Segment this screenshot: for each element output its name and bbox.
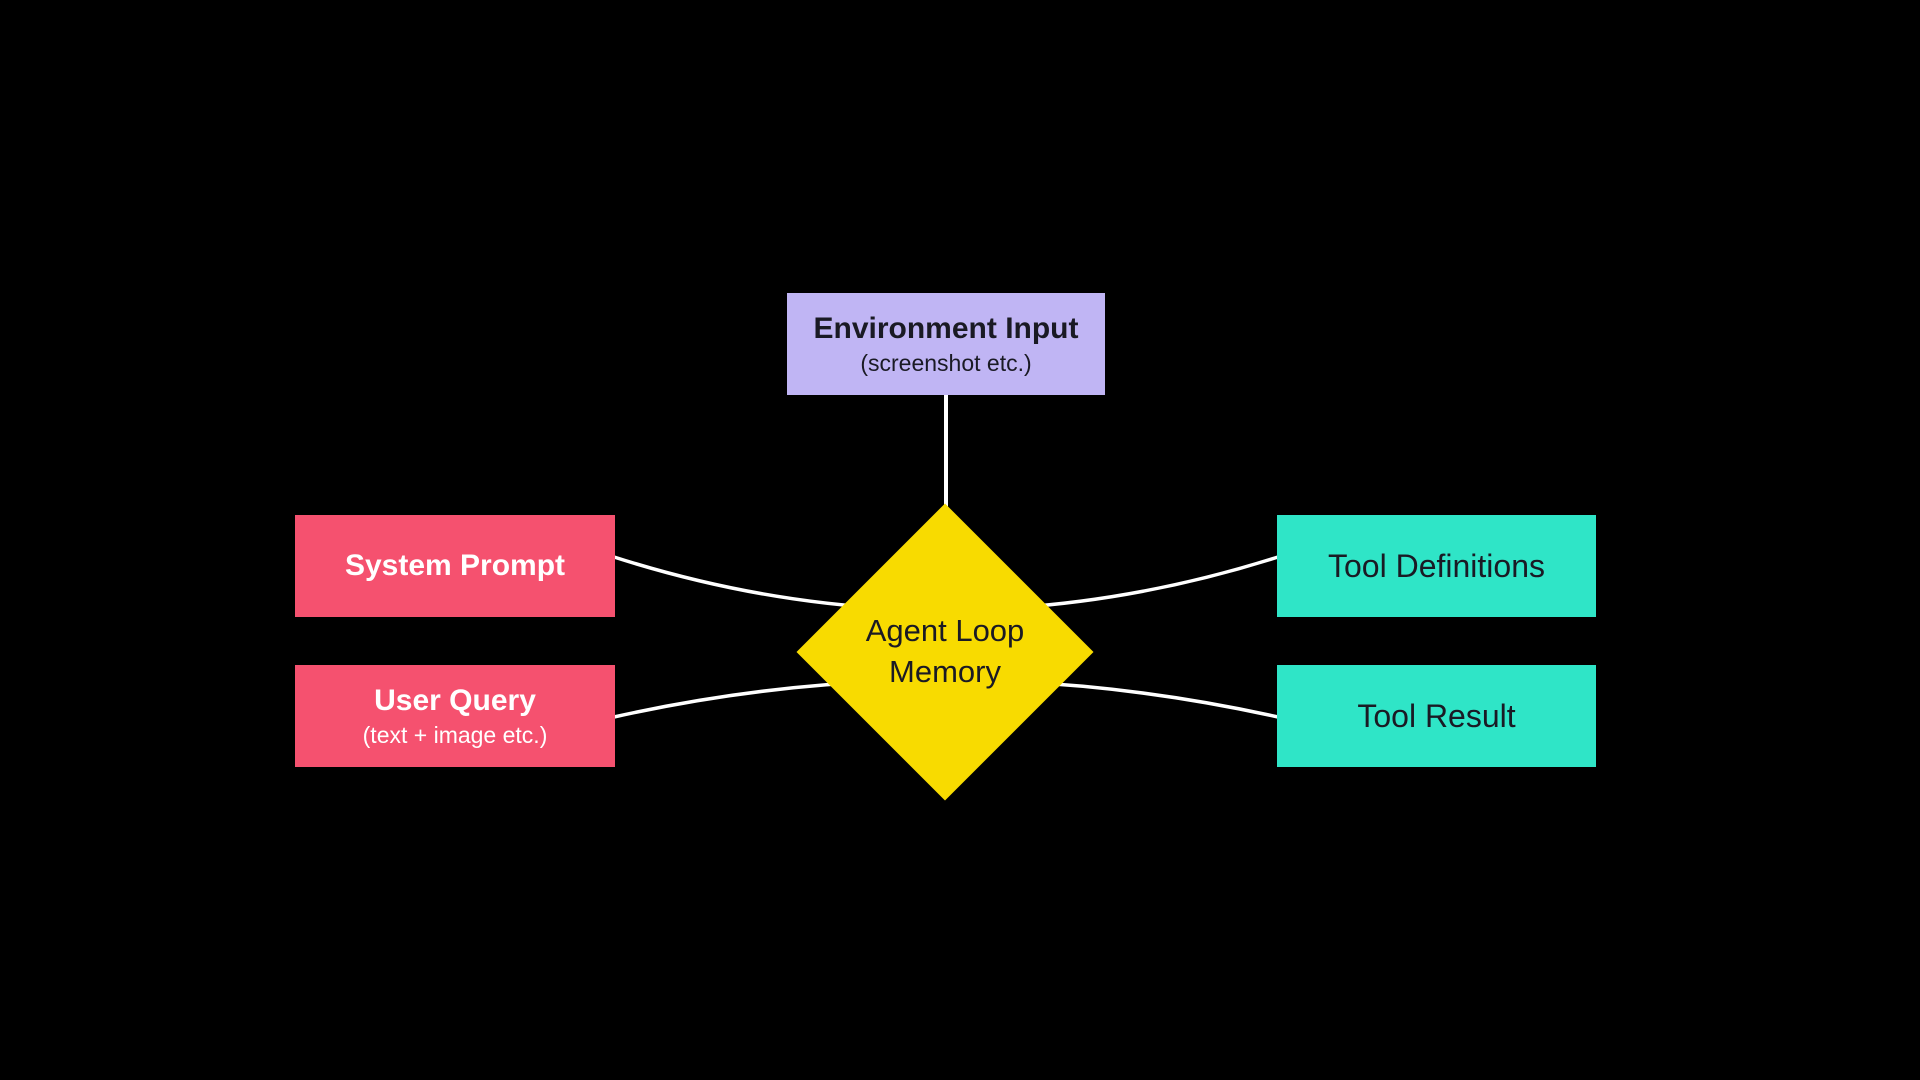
agent-loop-memory-node: Agent Loop Memory [796, 503, 1094, 801]
agent-loop-memory-title: Agent Loop Memory [865, 613, 1025, 689]
environment-input-node: Environment Input (screenshot etc.) [787, 293, 1105, 395]
tool-definitions-title: Tool Definitions [1328, 547, 1545, 584]
user-query-node: User Query (text + image etc.) [295, 665, 615, 767]
environment-input-title: Environment Input [813, 311, 1079, 345]
tool-result-node: Tool Result [1277, 665, 1596, 767]
user-query-subtitle: (text + image etc.) [362, 721, 548, 748]
environment-input-subtitle: (screenshot etc.) [860, 349, 1032, 376]
tool-result-title: Tool Result [1357, 697, 1516, 734]
tool-definitions-node: Tool Definitions [1277, 515, 1596, 617]
user-query-title: User Query [374, 683, 536, 717]
system-prompt-title: System Prompt [344, 549, 566, 582]
system-prompt-node: System Prompt [295, 515, 615, 617]
